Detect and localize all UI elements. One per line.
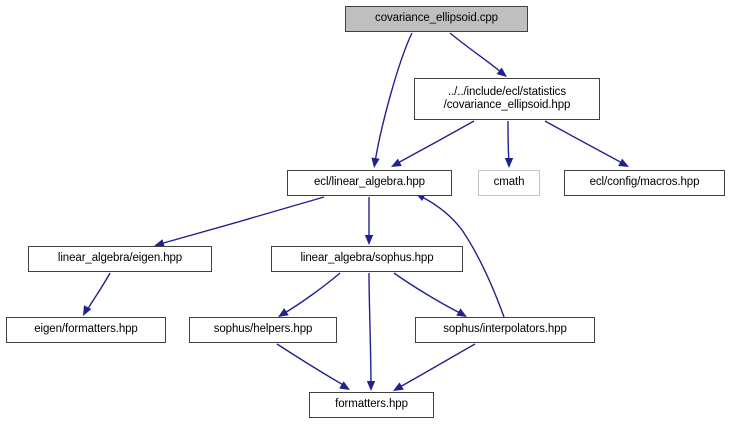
graph-node-sophus_interpolators_hpp[interactable]: sophus/interpolators.hpp bbox=[415, 317, 595, 343]
graph-node-label: cmath bbox=[493, 176, 525, 189]
graph-node-ecl_config_macros_hpp[interactable]: ecl/config/macros.hpp bbox=[564, 170, 725, 196]
arrowhead-include_covariance_ellipsoid_hpp-to-ecl_config_macros_hpp bbox=[618, 158, 629, 167]
graph-node-label: ecl/config/macros.hpp bbox=[589, 176, 700, 189]
edge-include_covariance_ellipsoid_hpp-to-ecl_linear_algebra_hpp bbox=[395, 120, 475, 165]
edge-linear_algebra_sophus_hpp-to-formatters_hpp bbox=[368, 272, 372, 387]
graph-node-label: ../../include/ecl/statistics /covariance… bbox=[443, 85, 571, 112]
arrowhead-linear_algebra_sophus_hpp-to-formatters_hpp bbox=[366, 381, 376, 391]
arrowhead-include_covariance_ellipsoid_hpp-to-cmath bbox=[504, 158, 514, 168]
edge-ecl_linear_algebra_hpp-to-linear_algebra_eigen_hpp bbox=[159, 196, 325, 245]
graph-node-linear_algebra_sophus_hpp[interactable]: linear_algebra/sophus.hpp bbox=[271, 246, 463, 272]
graph-node-label: covariance_ellipsoid.cpp bbox=[375, 12, 498, 25]
edge-sophus_helpers_hpp-to-formatters_hpp bbox=[276, 343, 346, 387]
edge-include_covariance_ellipsoid_hpp-to-cmath bbox=[507, 120, 510, 163]
edge-linear_algebra_eigen_hpp-to-eigen_formatters_hpp bbox=[85, 272, 111, 313]
graph-node-cmath[interactable]: cmath bbox=[478, 170, 540, 196]
graph-node-eigen_formatters_hpp[interactable]: eigen/formatters.hpp bbox=[6, 317, 166, 343]
graph-node-label: formatters.hpp bbox=[335, 398, 408, 411]
edge-covariance_ellipsoid_cpp-to-include_covariance_ellipsoid_hpp bbox=[449, 32, 503, 74]
graph-node-label: sophus/interpolators.hpp bbox=[443, 323, 567, 336]
graph-node-label: eigen/formatters.hpp bbox=[34, 323, 138, 336]
edge-sophus_interpolators_hpp-to-formatters_hpp bbox=[397, 343, 476, 389]
graph-node-include_covariance_ellipsoid_hpp[interactable]: ../../include/ecl/statistics /covariance… bbox=[414, 78, 600, 120]
graph-node-covariance_ellipsoid_cpp[interactable]: covariance_ellipsoid.cpp bbox=[345, 6, 528, 32]
arrowhead-ecl_linear_algebra_hpp-to-linear_algebra_sophus_hpp bbox=[364, 235, 374, 245]
graph-node-label: ecl/linear_algebra.hpp bbox=[314, 176, 425, 189]
graph-node-label: sophus/helpers.hpp bbox=[213, 323, 313, 336]
graph-node-ecl_linear_algebra_hpp[interactable]: ecl/linear_algebra.hpp bbox=[287, 170, 452, 196]
graph-node-label: linear_algebra/eigen.hpp bbox=[57, 252, 183, 265]
graph-node-formatters_hpp[interactable]: formatters.hpp bbox=[309, 392, 434, 418]
arrowhead-covariance_ellipsoid_cpp-to-ecl_linear_algebra_hpp bbox=[371, 157, 380, 168]
edge-include_covariance_ellipsoid_hpp-to-ecl_config_macros_hpp bbox=[544, 120, 625, 165]
graph-node-sophus_helpers_hpp[interactable]: sophus/helpers.hpp bbox=[189, 317, 337, 343]
graph-node-linear_algebra_eigen_hpp[interactable]: linear_algebra/eigen.hpp bbox=[28, 246, 212, 272]
edge-covariance_ellipsoid_cpp-to-ecl_linear_algebra_hpp bbox=[374, 32, 413, 163]
arrowhead-include_covariance_ellipsoid_hpp-to-ecl_linear_algebra_hpp bbox=[391, 158, 402, 167]
edge-linear_algebra_sophus_hpp-to-sophus_interpolators_hpp bbox=[393, 272, 463, 315]
graph-node-label: linear_algebra/sophus.hpp bbox=[300, 252, 434, 265]
edge-linear_algebra_sophus_hpp-to-sophus_helpers_hpp bbox=[282, 272, 341, 315]
